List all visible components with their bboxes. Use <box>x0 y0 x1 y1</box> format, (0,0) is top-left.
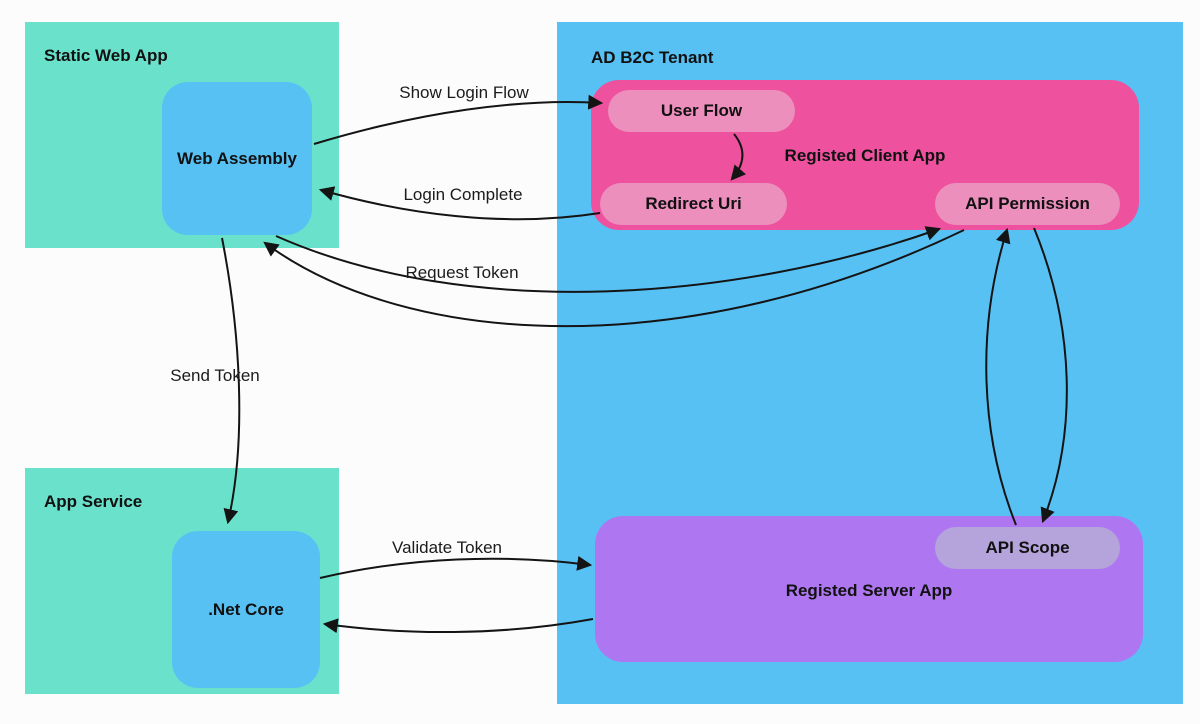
node-redirect-uri: Redirect Uri <box>600 183 787 225</box>
subgroup-registed-server-app: Registed Server App API Scope <box>595 516 1143 662</box>
node-label-redirect-uri: Redirect Uri <box>645 194 742 213</box>
node-user-flow: User Flow <box>608 90 795 132</box>
node-api-scope: API Scope <box>935 527 1120 569</box>
arrow-label-request-token: Request Token <box>405 263 519 282</box>
subgroup-title-registed-server-app: Registed Server App <box>785 581 953 600</box>
node-web-assembly: Web Assembly <box>162 82 312 235</box>
node-label-web-assembly: Web Assembly <box>177 148 297 168</box>
node-net-core: .Net Core <box>172 531 320 688</box>
node-label-net-core: .Net Core <box>208 599 284 619</box>
node-label-api-permission: API Permission <box>965 194 1090 213</box>
arrow-label-login-complete: Login Complete <box>403 185 523 204</box>
arrow-label-send-token: Send Token <box>170 366 260 385</box>
group-title-static-web-app: Static Web App <box>44 46 168 65</box>
subgroup-registed-client-app: Registed Client App User Flow Redirect U… <box>591 80 1139 230</box>
node-api-permission: API Permission <box>935 183 1120 225</box>
arrow-label-validate-token: Validate Token <box>392 538 502 557</box>
arrow-label-show-login-flow: Show Login Flow <box>399 83 529 102</box>
group-title-ad-b2c-tenant: AD B2C Tenant <box>591 48 714 67</box>
arrow-validate-token-return <box>322 618 594 634</box>
group-title-app-service: App Service <box>44 492 143 511</box>
node-label-user-flow: User Flow <box>660 101 743 120</box>
node-label-api-scope: API Scope <box>985 538 1070 557</box>
subgroup-title-registed-client-app: Registed Client App <box>784 146 946 165</box>
arrow-validate-token <box>319 555 593 579</box>
